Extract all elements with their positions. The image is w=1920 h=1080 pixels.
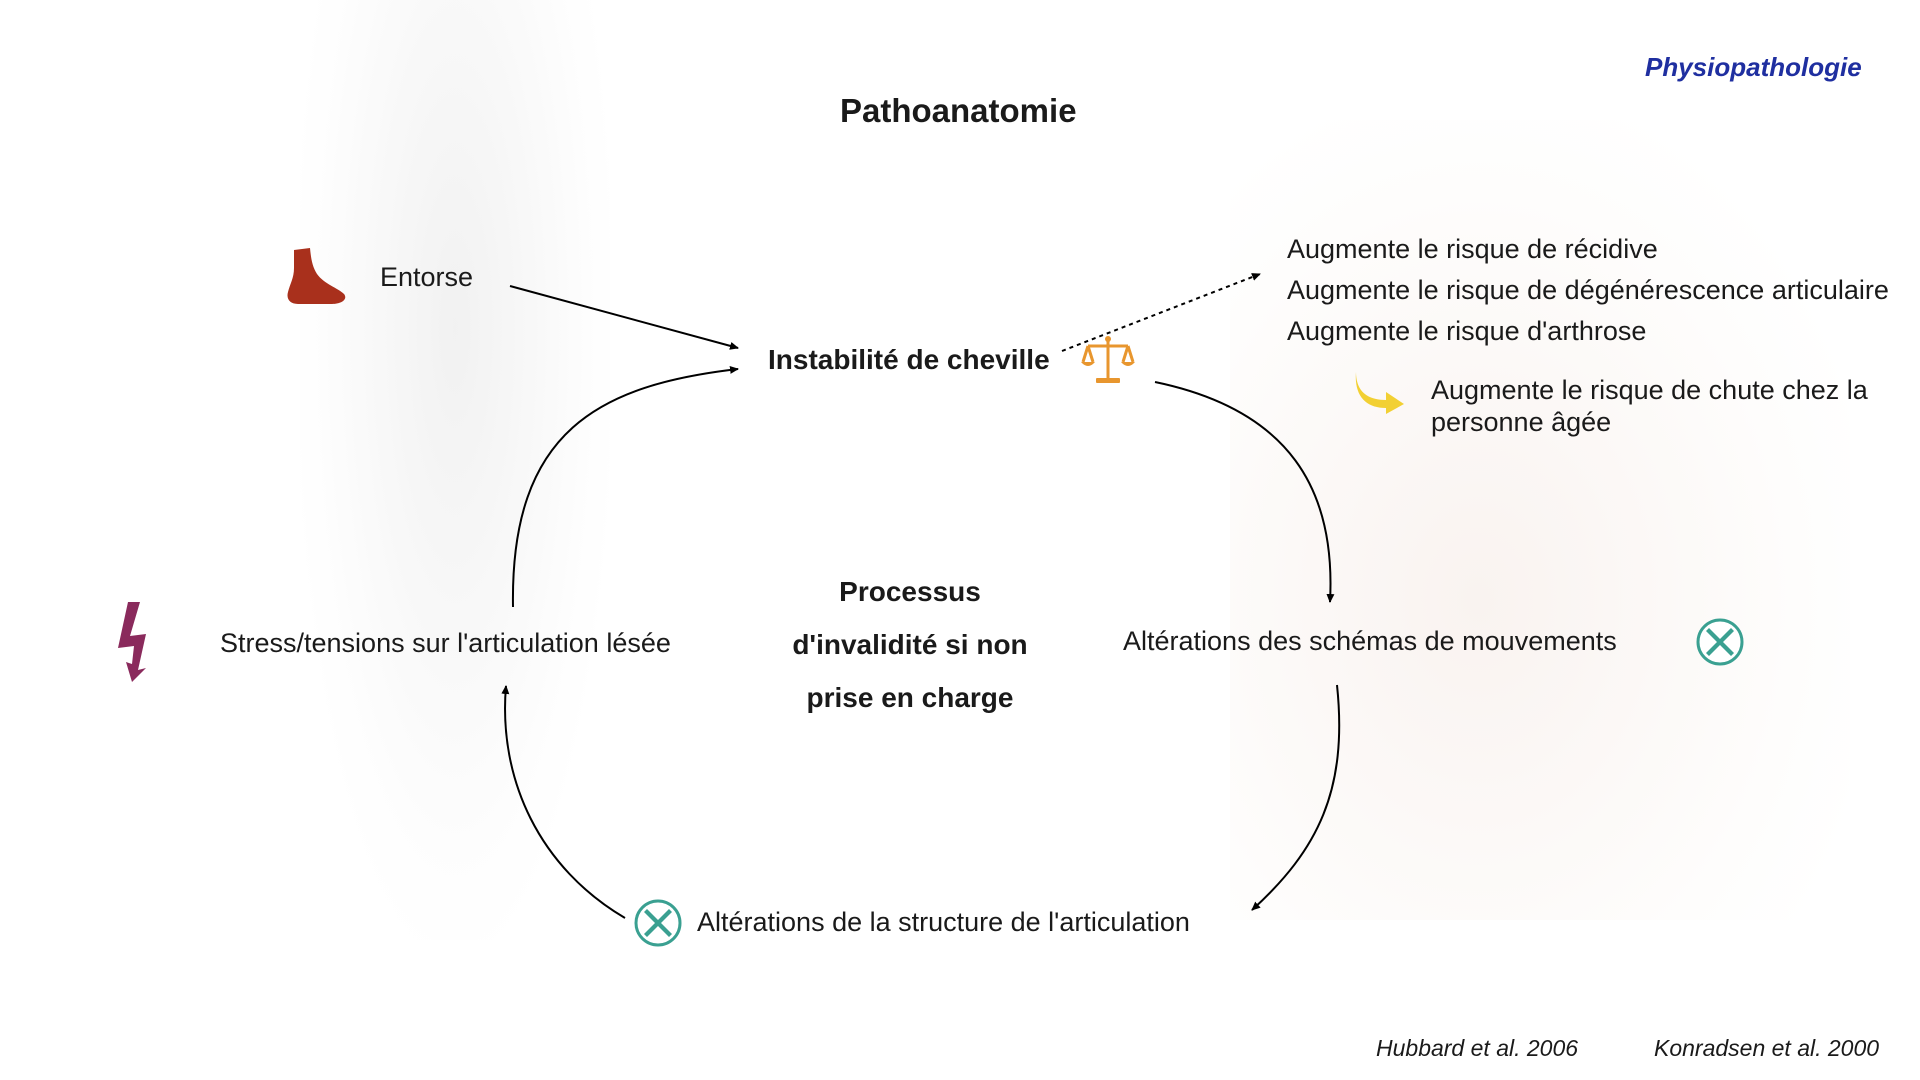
arrow-instability-to-risks	[1061, 273, 1261, 352]
risk-item-3: Augmente le risque d'arthrose	[1287, 316, 1647, 346]
section-label: Physiopathologie	[1645, 52, 1862, 82]
arrow-structure-to-stress	[501, 685, 626, 919]
center-line-1: Processus	[839, 576, 981, 607]
node-movement: Altérations des schémas de mouvements	[1123, 626, 1617, 656]
risk-item-2: Augmente le risque de dégénérescence art…	[1287, 275, 1889, 305]
node-instability: Instabilité de cheville	[768, 344, 1050, 375]
center-line-3: prise en charge	[806, 682, 1014, 713]
fall-risk-text: Augmente le risque de chute chez la pers…	[1431, 375, 1868, 437]
cross-circle-icon	[634, 899, 682, 947]
node-stress: Stress/tensions sur l'articulation lésée	[220, 628, 671, 658]
lightning-icon	[118, 602, 146, 682]
arrow-stress-to-instability	[511, 365, 739, 608]
arrow-instability-to-movement	[1154, 381, 1335, 603]
foot-icon	[287, 248, 346, 304]
cross-circle-icon	[1696, 618, 1744, 666]
scale-icon	[1081, 336, 1135, 383]
curved-arrow-icon	[1355, 372, 1404, 414]
center-line-2: d'invalidité si non	[792, 629, 1028, 660]
center-process-label: Processus d'invalidité si non prise en c…	[760, 565, 1060, 724]
risk-item-1: Augmente le risque de récidive	[1287, 234, 1658, 264]
node-sprain: Entorse	[380, 262, 474, 292]
reference-1: Hubbard et al. 2006	[1376, 1035, 1579, 1061]
page-title: Pathoanatomie	[840, 92, 1077, 129]
arrow-movement-to-structure	[1251, 684, 1341, 911]
reference-2: Konradsen et al. 2000	[1654, 1035, 1880, 1061]
node-structure: Altérations de la structure de l'articul…	[697, 907, 1190, 937]
arrow-sprain-to-instability	[509, 285, 739, 350]
